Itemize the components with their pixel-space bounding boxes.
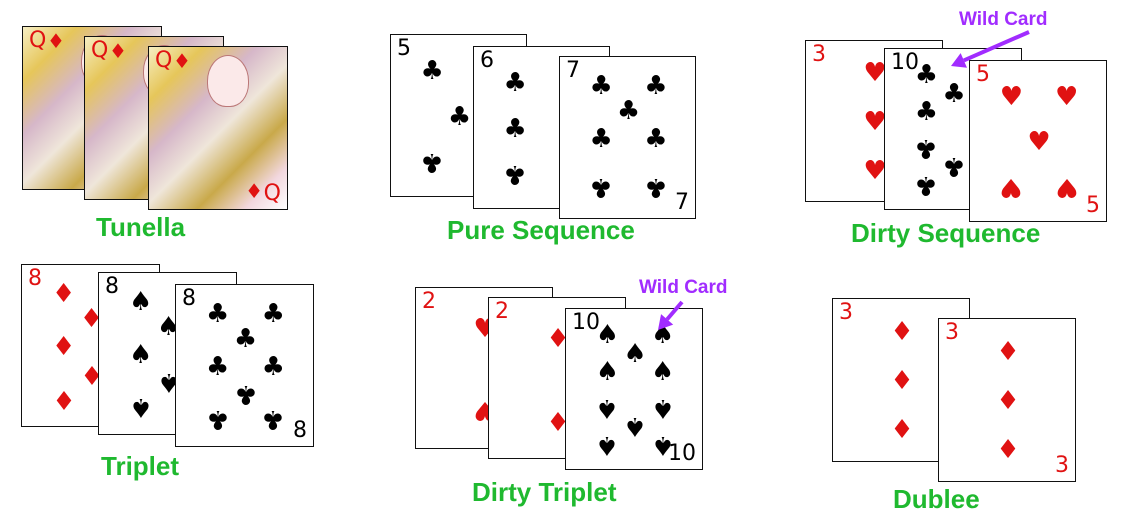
club-icon: ♣ (503, 113, 527, 144)
card-rank: 3 (839, 300, 853, 325)
meld-label: Pure Sequence (447, 215, 635, 245)
meld-label: Dublee (893, 484, 980, 514)
card-rank: Q (155, 48, 173, 73)
card-rank: 2 (495, 299, 509, 324)
card-rank-bottom: 5 (1086, 193, 1100, 218)
heart-icon: ♥ (863, 155, 887, 186)
diamond-icon: ♦ (79, 303, 104, 334)
diamond-icon: ♦ (245, 179, 263, 203)
card-rank-bottom: 7 (675, 190, 689, 215)
spade-icon: ♠ (129, 339, 153, 370)
diamond-icon: ♦ (173, 49, 191, 73)
club-icon: ♣ (261, 299, 285, 330)
playing-card: Q♦♦Q (148, 46, 288, 210)
card-rank: 8 (182, 286, 196, 311)
club-icon: ♣ (447, 101, 472, 132)
card-rank: 8 (28, 266, 42, 291)
card-rank: 8 (105, 274, 119, 299)
wild-card-label: Wild Card (639, 277, 728, 298)
spade-icon: ♠ (650, 319, 675, 350)
diamond-icon: ♦ (996, 435, 1020, 466)
diamond-icon: ♦ (890, 415, 914, 446)
club-icon: ♣ (589, 123, 613, 154)
playing-card: 3 ♦ ♦ ♦ 3 (938, 318, 1076, 482)
diamond-icon: ♦ (52, 279, 76, 310)
card-rank: 3 (812, 42, 826, 67)
club-icon: ♣ (261, 351, 285, 382)
queen-portrait (207, 55, 249, 107)
diamond-icon: ♦ (890, 366, 914, 396)
spade-icon: ♠ (650, 357, 675, 388)
heart-icon: ♥ (863, 107, 887, 137)
spade-icon: ♠ (623, 339, 647, 370)
card-rank: 6 (480, 48, 494, 73)
heart-icon: ♥ (1027, 127, 1051, 157)
card-rank-bottom: 10 (668, 441, 696, 466)
playing-card: 5♥♥♥♥♥5 (969, 60, 1107, 222)
spade-icon: ♠ (129, 287, 153, 318)
diamond-icon: ♦ (890, 316, 914, 347)
wild-card-label: Wild Card (959, 9, 1048, 30)
diamond-icon: ♦ (546, 323, 570, 354)
meld-label: Dirty Triplet (472, 477, 617, 507)
club-icon: ♣ (589, 71, 613, 102)
card-rank-bottom: 8 (293, 418, 307, 443)
diamond-icon: ♦ (47, 29, 65, 53)
club-icon: ♣ (206, 351, 230, 382)
card-rank: Q (91, 38, 109, 63)
diamond-icon: ♦ (109, 39, 127, 63)
card-rank: 10 (891, 50, 919, 75)
playing-card: 7♣♣♣♣♣♣♣7 (559, 56, 696, 219)
diamond-icon: ♦ (52, 331, 76, 362)
card-rank-bottom: 3 (1055, 453, 1069, 478)
club-icon: ♣ (233, 323, 258, 354)
meld-label: Triplet (101, 451, 180, 481)
spade-icon: ♠ (156, 311, 181, 342)
card-rank: 3 (945, 320, 959, 345)
club-icon: ♣ (644, 123, 668, 154)
meld-label: Dirty Sequence (851, 218, 1041, 248)
club-icon: ♣ (616, 95, 641, 126)
club-icon: ♣ (914, 97, 939, 128)
spade-icon: ♠ (595, 319, 620, 350)
card-rank: 10 (572, 310, 600, 335)
card-rank: Q (29, 28, 47, 53)
card-rank: 2 (422, 289, 436, 314)
club-icon: ♣ (914, 59, 939, 90)
playing-card: 8♣♣♣♣♣♣♣♣8 (175, 284, 314, 447)
club-icon: ♣ (206, 299, 230, 330)
heart-icon: ♥ (999, 81, 1024, 112)
card-rank-bottom: Q (263, 181, 281, 206)
playing-card: 10♠♠♠♠♠♠♠♠♠♠10 (565, 308, 703, 470)
card-rank: 7 (566, 58, 580, 83)
heart-icon: ♥ (863, 58, 887, 89)
club-icon: ♣ (503, 67, 527, 98)
card-rank: 5 (976, 62, 990, 87)
club-icon: ♣ (942, 79, 966, 110)
club-icon: ♣ (644, 71, 668, 102)
club-icon: ♣ (420, 55, 444, 86)
heart-icon: ♥ (1054, 81, 1079, 112)
meld-label: Tunella (96, 212, 186, 242)
diamond-icon: ♦ (996, 336, 1020, 367)
spade-icon: ♠ (595, 357, 620, 388)
diamond-icon: ♦ (996, 386, 1020, 416)
card-rank: 5 (397, 36, 411, 61)
